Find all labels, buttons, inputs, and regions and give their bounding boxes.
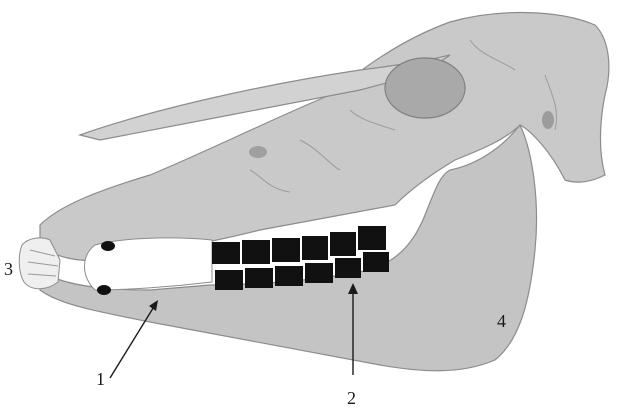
- orbit: [385, 58, 465, 118]
- callout-label-4: 4: [497, 312, 506, 330]
- infraorbital-foramen: [249, 146, 267, 158]
- callout-label-3: 3: [4, 260, 13, 278]
- upper-canine-tooth: [101, 241, 115, 251]
- cranial-foramen: [542, 111, 554, 129]
- callout-label-2: 2: [347, 389, 356, 407]
- lower-canine-tooth: [97, 285, 111, 295]
- callout-label-1: 1: [96, 370, 105, 388]
